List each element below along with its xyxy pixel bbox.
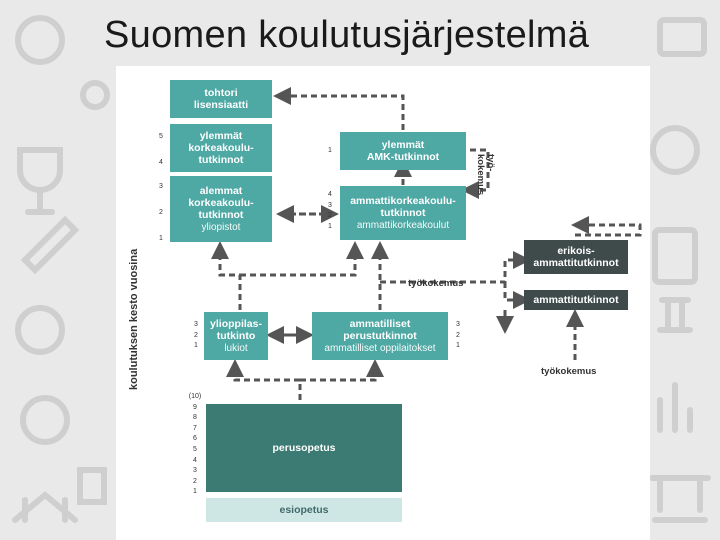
label-tyokokemus-mid: työkokemus (408, 278, 464, 289)
slide-title: Suomen koulutusjärjestelmä (104, 14, 590, 56)
pencil-icon (20, 215, 80, 275)
box-esiopetus: esiopetus (206, 498, 402, 522)
chess-icon (657, 297, 693, 333)
book-icon (657, 17, 707, 57)
arrow-lukio-amk (240, 241, 364, 277)
trophy-icon (17, 147, 63, 215)
box-erikoisammattitutkinnot: erikois- ammattitutkinnot (524, 240, 628, 274)
box-perusopetus: perusopetus (206, 404, 402, 492)
box-ylioppilastutkinto: ylioppilas- tutkinto lukiot (204, 312, 268, 360)
years-amk-lower: 4 3 2 1 (328, 191, 332, 230)
years-ammatillinen: 3 2 1 (456, 321, 460, 350)
box-ylemmat-amk: ylemmät AMK-tutkinnot (340, 132, 466, 170)
clock-icon (20, 395, 70, 445)
calculator-icon (652, 227, 698, 285)
arrow-ammatillinen-erikois (380, 251, 531, 284)
pillar-icon (649, 475, 711, 523)
arrow-lukio-uni (211, 241, 242, 310)
label-tyokokemus-low: työkokemus (541, 366, 597, 377)
arrow-ammatillinen-tutkinnot (503, 282, 531, 309)
box-ammattitutkinnot: ammattitutkinnot (524, 290, 628, 310)
years-uni-lower: 3 2 1 (159, 183, 163, 242)
box-alemmat-korkeakoulututkinnot: alemmat korkeakoulu- tutkinnot yliopisto… (170, 176, 272, 242)
years-amk-upper: 1 (328, 147, 332, 154)
arrow-tyo-erikois (571, 216, 642, 237)
years-lukio: 3 2 1 (194, 321, 198, 350)
years-perus: (10) 9 8 7 6 5 4 3 2 1 (188, 393, 202, 496)
bars-icon (657, 382, 693, 433)
box-ylemmat-korkeakoulututkinnot: ylemmät korkeakoulu- tutkinnot (170, 124, 272, 172)
basketball-icon (650, 125, 700, 175)
arrow-perus-ammatillinen (300, 359, 384, 382)
star-icon (80, 80, 110, 110)
arrow-perus-lukio (226, 359, 302, 400)
label-tyokokemus-vertical: työ- kokemus (475, 154, 496, 196)
globe-icon (15, 15, 65, 65)
at-icon (15, 305, 65, 355)
arrow-amk-to-tohtori (273, 87, 405, 130)
box-tohtori: tohtori lisensiaatti (170, 80, 272, 118)
box-ammattikorkeakoulututkinnot: ammattikorkeakoulu- tutkinnot ammattikor… (340, 186, 466, 240)
paper-icon (77, 467, 107, 505)
box-ammatilliset-perustutkinnot: ammatilliset perustutkinnot ammatilliset… (312, 312, 448, 360)
school-icon (12, 491, 78, 523)
years-uni-upper: 5 4 (159, 133, 163, 166)
